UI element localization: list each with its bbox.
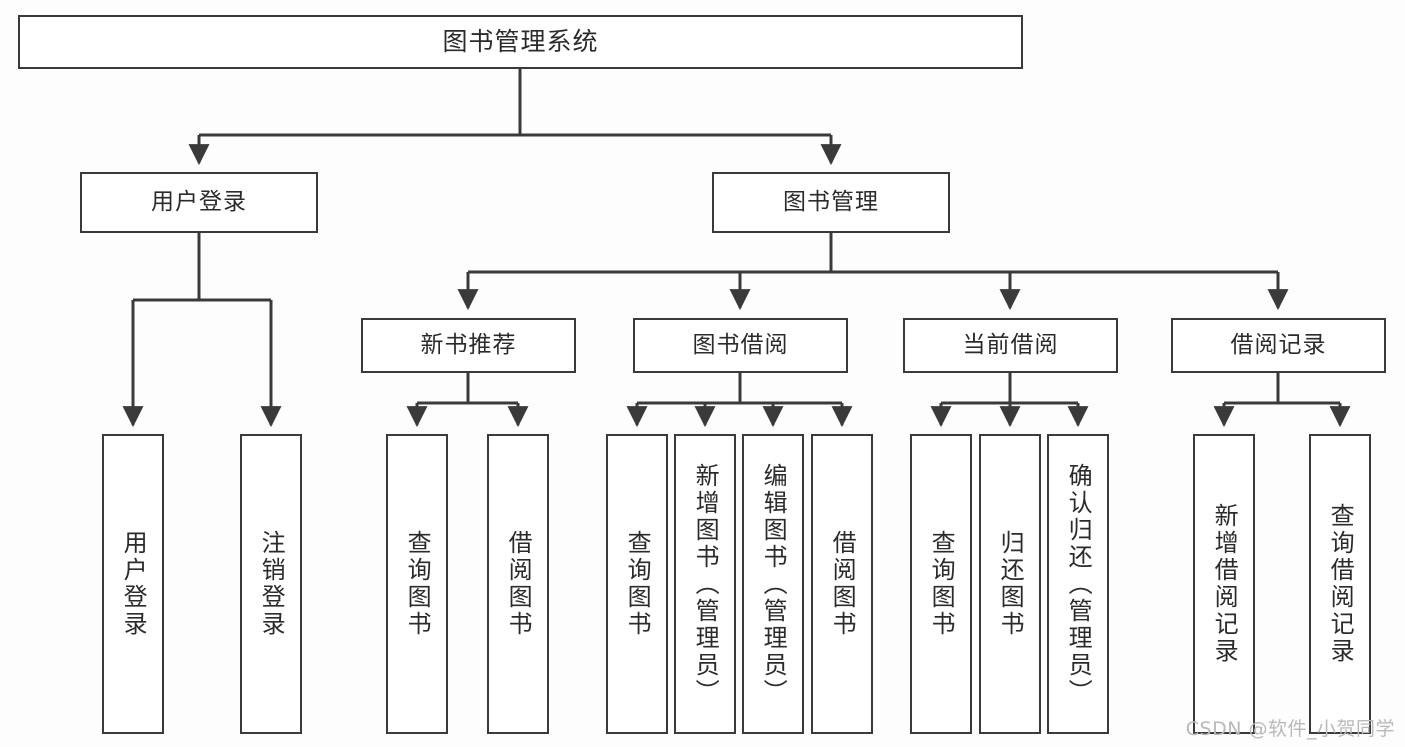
node-book-management[interactable]: 图书管理	[712, 172, 950, 233]
leaf-return-book[interactable]: 归还图书	[979, 434, 1041, 734]
node-root-label: 图书管理系统	[442, 27, 599, 57]
node-borrow-record-label: 借阅记录	[1230, 331, 1327, 358]
leaf-query-book-1-label: 查询图书	[403, 530, 432, 638]
node-user-login-label: 用户登录	[151, 188, 247, 215]
leaf-edit-book-label: 编辑图书（管理员）	[759, 462, 788, 706]
leaf-borrow-book-1-label: 借阅图书	[504, 530, 533, 638]
leaf-add-book-label: 新增图书（管理员）	[691, 462, 720, 706]
watermark-text: CSDN @软件_小贺同学	[1185, 718, 1395, 740]
leaf-query-book-2[interactable]: 查询图书	[606, 434, 668, 734]
leaf-confirm-return[interactable]: 确认归还（管理员）	[1047, 434, 1109, 734]
node-book-management-label: 图书管理	[783, 188, 879, 215]
leaf-borrow-book-2-label: 借阅图书	[828, 530, 857, 638]
leaf-return-book-label: 归还图书	[996, 530, 1025, 638]
leaf-user-login-label: 用户登录	[119, 530, 148, 638]
leaf-borrow-book-1[interactable]: 借阅图书	[487, 434, 549, 734]
node-book-borrow[interactable]: 图书借阅	[633, 318, 848, 373]
node-new-book-recommend-label: 新书推荐	[420, 331, 517, 358]
leaf-logout-label: 注销登录	[257, 530, 286, 638]
node-user-login[interactable]: 用户登录	[80, 172, 318, 233]
node-borrow-record[interactable]: 借阅记录	[1171, 318, 1386, 373]
leaf-add-book[interactable]: 新增图书（管理员）	[674, 434, 736, 734]
leaf-logout[interactable]: 注销登录	[240, 434, 302, 734]
leaf-query-book-1[interactable]: 查询图书	[386, 434, 448, 734]
node-book-borrow-label: 图书借阅	[692, 331, 789, 358]
leaf-borrow-book-2[interactable]: 借阅图书	[811, 434, 873, 734]
leaf-add-record-label: 新增借阅记录	[1210, 503, 1239, 665]
leaf-query-record-label: 查询借阅记录	[1326, 503, 1355, 665]
node-current-borrow-label: 当前借阅	[962, 331, 1059, 358]
leaf-query-book-2-label: 查询图书	[623, 530, 652, 638]
leaf-user-login[interactable]: 用户登录	[102, 434, 164, 734]
leaf-confirm-return-label: 确认归还（管理员）	[1064, 462, 1093, 706]
leaf-query-book-3-label: 查询图书	[927, 530, 956, 638]
node-root[interactable]: 图书管理系统	[18, 15, 1023, 69]
leaf-query-record[interactable]: 查询借阅记录	[1309, 434, 1371, 734]
leaf-query-book-3[interactable]: 查询图书	[910, 434, 972, 734]
leaf-add-record[interactable]: 新增借阅记录	[1193, 434, 1255, 734]
leaf-edit-book[interactable]: 编辑图书（管理员）	[742, 434, 804, 734]
node-current-borrow[interactable]: 当前借阅	[903, 318, 1118, 373]
node-new-book-recommend[interactable]: 新书推荐	[361, 318, 576, 373]
